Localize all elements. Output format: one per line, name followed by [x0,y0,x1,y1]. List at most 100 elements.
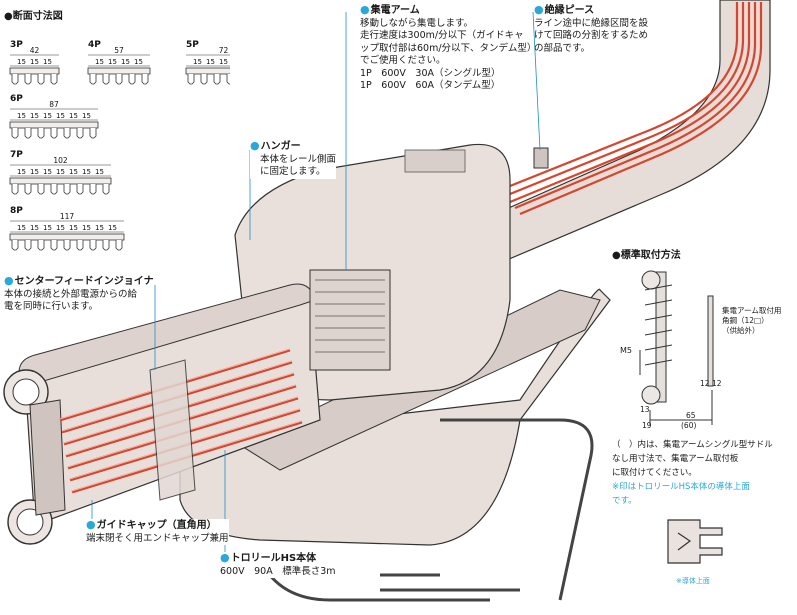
conductor-slot [11,240,19,251]
mounting-note: （ ）内は、集電アームシングル型サドル なし用寸法で、集電アーム取付板 に取付け… [612,438,773,508]
dim-pitch: 15 [95,168,104,176]
conductor-slot [200,74,208,85]
conductor-slot [76,128,84,139]
callout-guidecap-title: ガイドキャップ（直角用） [96,520,217,531]
callout-insulation-line: けて回路の分割をするため [534,30,649,41]
section-body [9,121,99,129]
callout-arm-line: ップ取付部は60m/分以下、タンデム型） [360,42,537,54]
leader-lines [91,11,541,555]
callout-body-line: 600V 90A 標準長さ3m [220,565,336,577]
callout-insulation: ●絶縁ピース ライン途中に絶縁区間を設 けて回路の分割をするため の部品です。 [534,3,649,55]
dim-12a: 12 [700,379,710,388]
dim-m5: M5 [620,346,632,355]
callout-arm-line: でご使用ください。 [360,55,446,66]
dim-pitch: 15 [134,58,143,66]
dim-pitch: 15 [56,224,65,232]
conductor-slot [63,240,71,251]
mounting-note-line: （ ）内は、集電アームシングル型サドル [612,440,773,450]
callout-guidecap: ●ガイドキャップ（直角用） 端末閉そく用エンドキャップ兼用 [86,518,229,545]
center-feed-joiner [149,359,196,501]
dim-65: 65 [686,411,696,420]
dim-pitch: 15 [17,58,26,66]
conductor-slot [102,240,110,251]
section-label: 5P [186,40,199,50]
callout-joiner-line: 本体の接続と外部電源からの給 [4,288,138,300]
conductor-slot [102,184,110,195]
conductor-slot [76,184,84,195]
dim-pitch: 15 [43,168,52,176]
dim-pitch: 15 [95,58,104,66]
dim-19: 19 [642,421,652,430]
conductor-slot [226,74,230,85]
conductor-slot [24,240,32,251]
collector-fins [315,279,385,353]
mounting-note-blue: ※印はトロリールHS本体の導体上面 [612,482,750,492]
callout-hanger-line: に固定します。 [260,166,326,177]
conductor-slot [89,128,97,139]
bracket-label: 集電アーム取付用 角鋼（12□） （供給外） [722,306,781,336]
conductor-slot [37,184,45,195]
dim-total: 87 [49,100,59,109]
conductor-slot [128,74,136,85]
dim-pitch: 15 [43,224,52,232]
conductor-slot [11,184,19,195]
dim-pitch: 15 [30,224,39,232]
callout-joiner-line: 電を同時に行います。 [4,301,99,312]
callout-insulation-title: 絶縁ピース [544,5,595,16]
dim-pitch: 15 [56,112,65,120]
conductor-slot [50,74,58,85]
conductor-slot [50,128,58,139]
dim-pitch: 15 [17,224,26,232]
conductor-slot [11,74,19,85]
dim-total: 102 [53,156,68,165]
conductor-top-caption: ※導体上面 [676,577,710,585]
conductor-slot [115,240,123,251]
dim-pitch: 15 [17,168,26,176]
callout-hanger: ●ハンガー 本体をレール側面 に固定します。 [250,139,337,179]
callout-body-title: トロリールHS本体 [230,553,317,564]
dim-pitch: 15 [69,168,78,176]
mounting-note-line: なし用寸法で、集電アーム取付板 [612,454,739,464]
callout-joiner: ●センターフィードインジョイナ 本体の接続と外部電源からの給 電を同時に行います… [4,274,154,314]
mounting-note-blue: です。 [612,496,637,506]
dim-pitch: 15 [30,58,39,66]
bracket-label-line: 集電アーム取付用 [722,306,782,315]
bullet-dot-icon: ● [220,551,230,564]
dim-pitch: 15 [219,58,228,66]
dim-pitch: 15 [56,168,65,176]
section-body [9,233,125,241]
mounting-note-line: に取付けてください。 [612,468,697,478]
hanger-vent [404,149,466,173]
conductor-slot [50,240,58,251]
conductor-section [667,519,723,564]
callout-arm-title: 集電アーム [370,5,420,16]
callout-arm-line: 1P 600V 60A（タンデム型） [360,80,501,91]
callout-hanger-line: 本体をレール側面 [260,153,337,165]
conductor-slot [102,74,110,85]
conductor-slot [37,74,45,85]
dim-pitch: 15 [108,58,117,66]
dim-pitch: 15 [30,112,39,120]
dim-pitch: 15 [43,58,52,66]
conductor-slot [89,184,97,195]
conductor-slot [89,74,97,85]
callout-arm: ●集電アーム 移動しながら集電します。 走行速度は300m/分以下（ガイドキャ … [360,3,537,93]
dim-12b: 12 [712,379,722,388]
mounting-title: ●標準取付方法 [612,250,681,261]
dim-60: (60) [681,421,697,430]
conductor-slot [24,184,32,195]
callout-arm-line: 走行速度は300m/分以下（ガイドキャ [360,30,524,41]
conductor-slot [37,240,45,251]
section-label: 7P [10,150,23,160]
section-title: ●断面寸法図 [4,11,63,22]
dim-pitch: 15 [30,168,39,176]
section-label: 8P [10,206,23,216]
conductor-slot [37,128,45,139]
conductor-slot [63,128,71,139]
bracket-label-line: （供給外） [722,326,760,335]
bullet-dot-icon: ● [250,139,260,152]
cross-section-diagrams: 3P421515154P57151515155P7215151515156P87… [9,40,230,251]
conductor-slot [11,128,19,139]
callout-arm-line: 移動しながら集電します。 [360,17,474,29]
curved-rail-conductors [499,2,763,216]
